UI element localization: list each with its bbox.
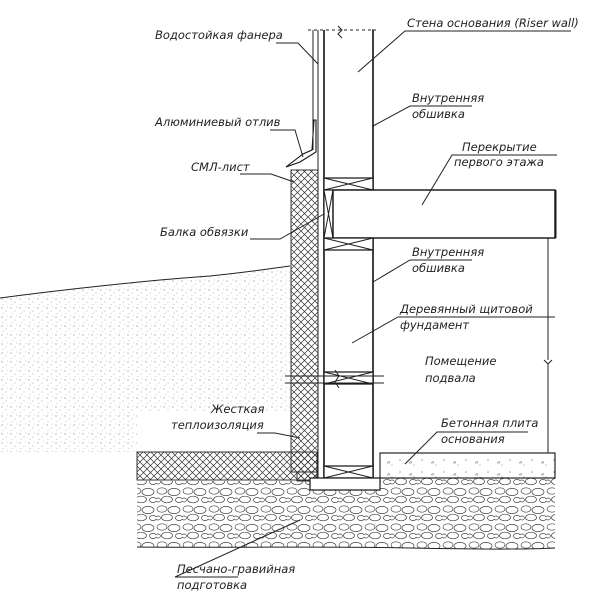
label-sand-gravel-2: подготовка bbox=[177, 578, 247, 592]
label-inner-sheathing-bot-2: обшивка bbox=[412, 261, 465, 275]
label-inner-sheathing-top-1: Внутренняя bbox=[412, 91, 484, 105]
label-concrete-slab-1: Бетонная плита bbox=[441, 416, 538, 430]
label-sill-beam: Балка обвязки bbox=[160, 225, 249, 239]
wall-break bbox=[285, 369, 384, 389]
gravel-bed bbox=[136, 478, 556, 550]
top-plate bbox=[323, 177, 374, 191]
label-floor-2: первого этажа bbox=[454, 155, 544, 169]
sill-beam bbox=[323, 189, 334, 239]
footing-plates bbox=[309, 465, 381, 491]
label-riser-wall: Стена основания (Riser wall) bbox=[407, 16, 579, 30]
soil-fill bbox=[0, 265, 291, 452]
rigid-insulation bbox=[136, 169, 319, 482]
concrete-slab bbox=[379, 452, 556, 490]
riser-wall bbox=[308, 25, 376, 488]
plywood-layer bbox=[312, 30, 319, 488]
first-floor-slab bbox=[332, 189, 557, 239]
right-break-line bbox=[543, 238, 553, 453]
label-inner-sheathing-bot-1: Внутренняя bbox=[412, 245, 484, 259]
label-rigid-insulation-2: теплоизоляция bbox=[171, 418, 264, 432]
label-wood-foundation-2: фундамент bbox=[400, 318, 469, 332]
leader-lines bbox=[174, 30, 571, 578]
label-basement-2: подвала bbox=[425, 371, 476, 385]
label-floor-1: Перекрытие bbox=[462, 140, 537, 154]
aluminum-drip-flashing bbox=[285, 119, 317, 168]
label-rigid-insulation-1: Жесткая bbox=[210, 402, 264, 416]
label-inner-sheathing-top-2: обшивка bbox=[412, 107, 465, 121]
label-sml-sheet: СМЛ-лист bbox=[191, 160, 250, 174]
bottom-plate bbox=[323, 237, 374, 251]
text-labels: Стена основания (Riser wall) Водостойкая… bbox=[154, 16, 579, 592]
label-plywood: Водостойкая фанера bbox=[155, 28, 283, 42]
label-concrete-slab-2: основания bbox=[441, 432, 505, 446]
label-wood-foundation-1: Деревянный щитовой bbox=[399, 302, 533, 316]
label-sand-gravel-1: Песчано-гравийная bbox=[177, 562, 295, 576]
label-basement-1: Помещение bbox=[425, 354, 496, 368]
label-aluminum-drip: Алюминиевый отлив bbox=[154, 115, 281, 129]
